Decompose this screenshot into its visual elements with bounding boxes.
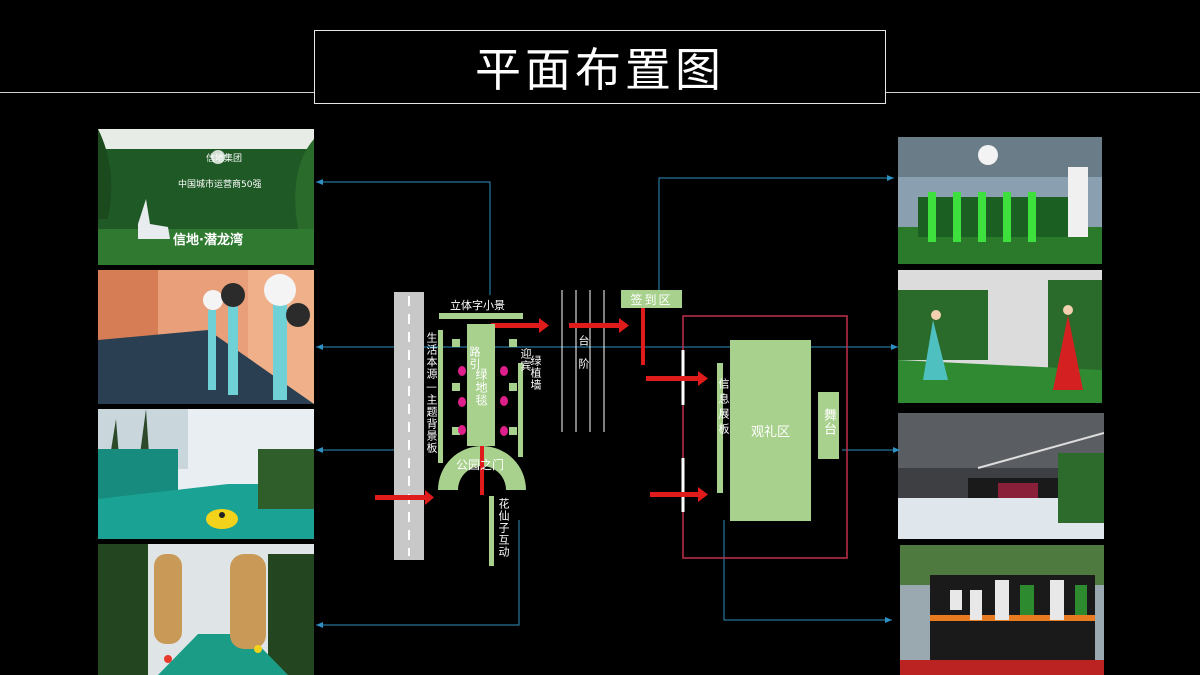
planter — [509, 339, 517, 347]
info-board-strip — [717, 363, 723, 493]
gate-label: 公园之门 — [456, 458, 505, 472]
sculpture-label: 立体字小景 — [450, 299, 505, 312]
flower-marker — [500, 366, 508, 376]
planter — [452, 383, 460, 391]
info-label: 信息展板 — [717, 378, 730, 438]
planter — [509, 427, 517, 435]
connector-3d-letters — [316, 181, 491, 295]
title-box: 平面布置图 — [314, 30, 886, 104]
connector-signin — [658, 177, 894, 290]
connector-arrow — [316, 179, 323, 185]
signin-zone: 签到区 — [621, 290, 682, 308]
connector-gate — [316, 520, 520, 626]
planter — [509, 383, 517, 391]
viewing-label: 观礼区 — [750, 425, 790, 440]
backdrop-label: 生活本源—主题背景板 — [425, 332, 438, 454]
flow-arrow — [650, 487, 708, 502]
stage-label: 舞台 — [821, 408, 836, 436]
event-boundary — [682, 315, 848, 559]
photo-3d-letters: 信地集团 中国城市运营商50强 信地·潜龙湾 — [98, 129, 314, 265]
photo-caption-bottom: 信地·潜龙湾 — [173, 233, 243, 248]
flow-arrow — [646, 371, 708, 386]
sculpture-strip — [439, 313, 523, 319]
flower-marker — [500, 396, 508, 406]
flow-arrow — [641, 305, 645, 365]
page-title: 平面布置图 — [475, 43, 725, 97]
photo-info-boards — [900, 545, 1104, 675]
steps-label: 台阶 — [577, 335, 590, 381]
flower-marker — [458, 366, 466, 376]
green-wall-label: 绿植墙 — [529, 355, 542, 391]
flower-marker — [458, 425, 466, 435]
photo-flower-corridor — [98, 270, 314, 404]
connector-arrow — [891, 344, 898, 350]
park-gate — [438, 446, 526, 490]
connector-arrow — [885, 617, 892, 623]
planter — [452, 427, 460, 435]
green-wall — [518, 363, 523, 457]
photo-green-walkway — [98, 409, 314, 539]
flow-arrow — [491, 318, 549, 333]
signin-label: 签到区 — [630, 292, 673, 307]
photo-flower-fairies — [898, 270, 1102, 403]
stage-zone — [818, 392, 839, 459]
connector-info — [723, 520, 892, 621]
photo-garden-gate — [98, 544, 314, 675]
green-carpet — [467, 324, 495, 446]
carpet-label: 绿地毯 — [474, 368, 488, 407]
guide-label: 路引 — [468, 346, 481, 370]
connector-arrow — [887, 175, 894, 181]
connector-arrow — [893, 447, 900, 453]
planter — [452, 339, 460, 347]
header-rule-right — [885, 92, 1200, 93]
flower-marker — [500, 426, 508, 436]
connector-arrow — [316, 344, 323, 350]
header-rule-left — [0, 92, 314, 93]
connector-arrow — [316, 447, 323, 453]
fairy-zone — [489, 496, 494, 566]
flow-arrow — [375, 490, 434, 505]
photo-caption-top: 信地集团 — [206, 154, 243, 164]
flow-arrow — [569, 318, 629, 333]
connector-arrow — [316, 622, 323, 628]
photo-caption-mid: 中国城市运营商50强 — [178, 180, 262, 190]
viewing-zone: 观礼区 — [730, 340, 811, 521]
flower-marker — [458, 397, 466, 407]
photo-signin-area — [898, 137, 1102, 264]
backdrop-strip — [438, 330, 443, 463]
photo-stage — [898, 413, 1104, 539]
fairy-label: 花仙子互动 — [497, 498, 510, 558]
welcome-label: 迎宾 — [519, 348, 532, 372]
